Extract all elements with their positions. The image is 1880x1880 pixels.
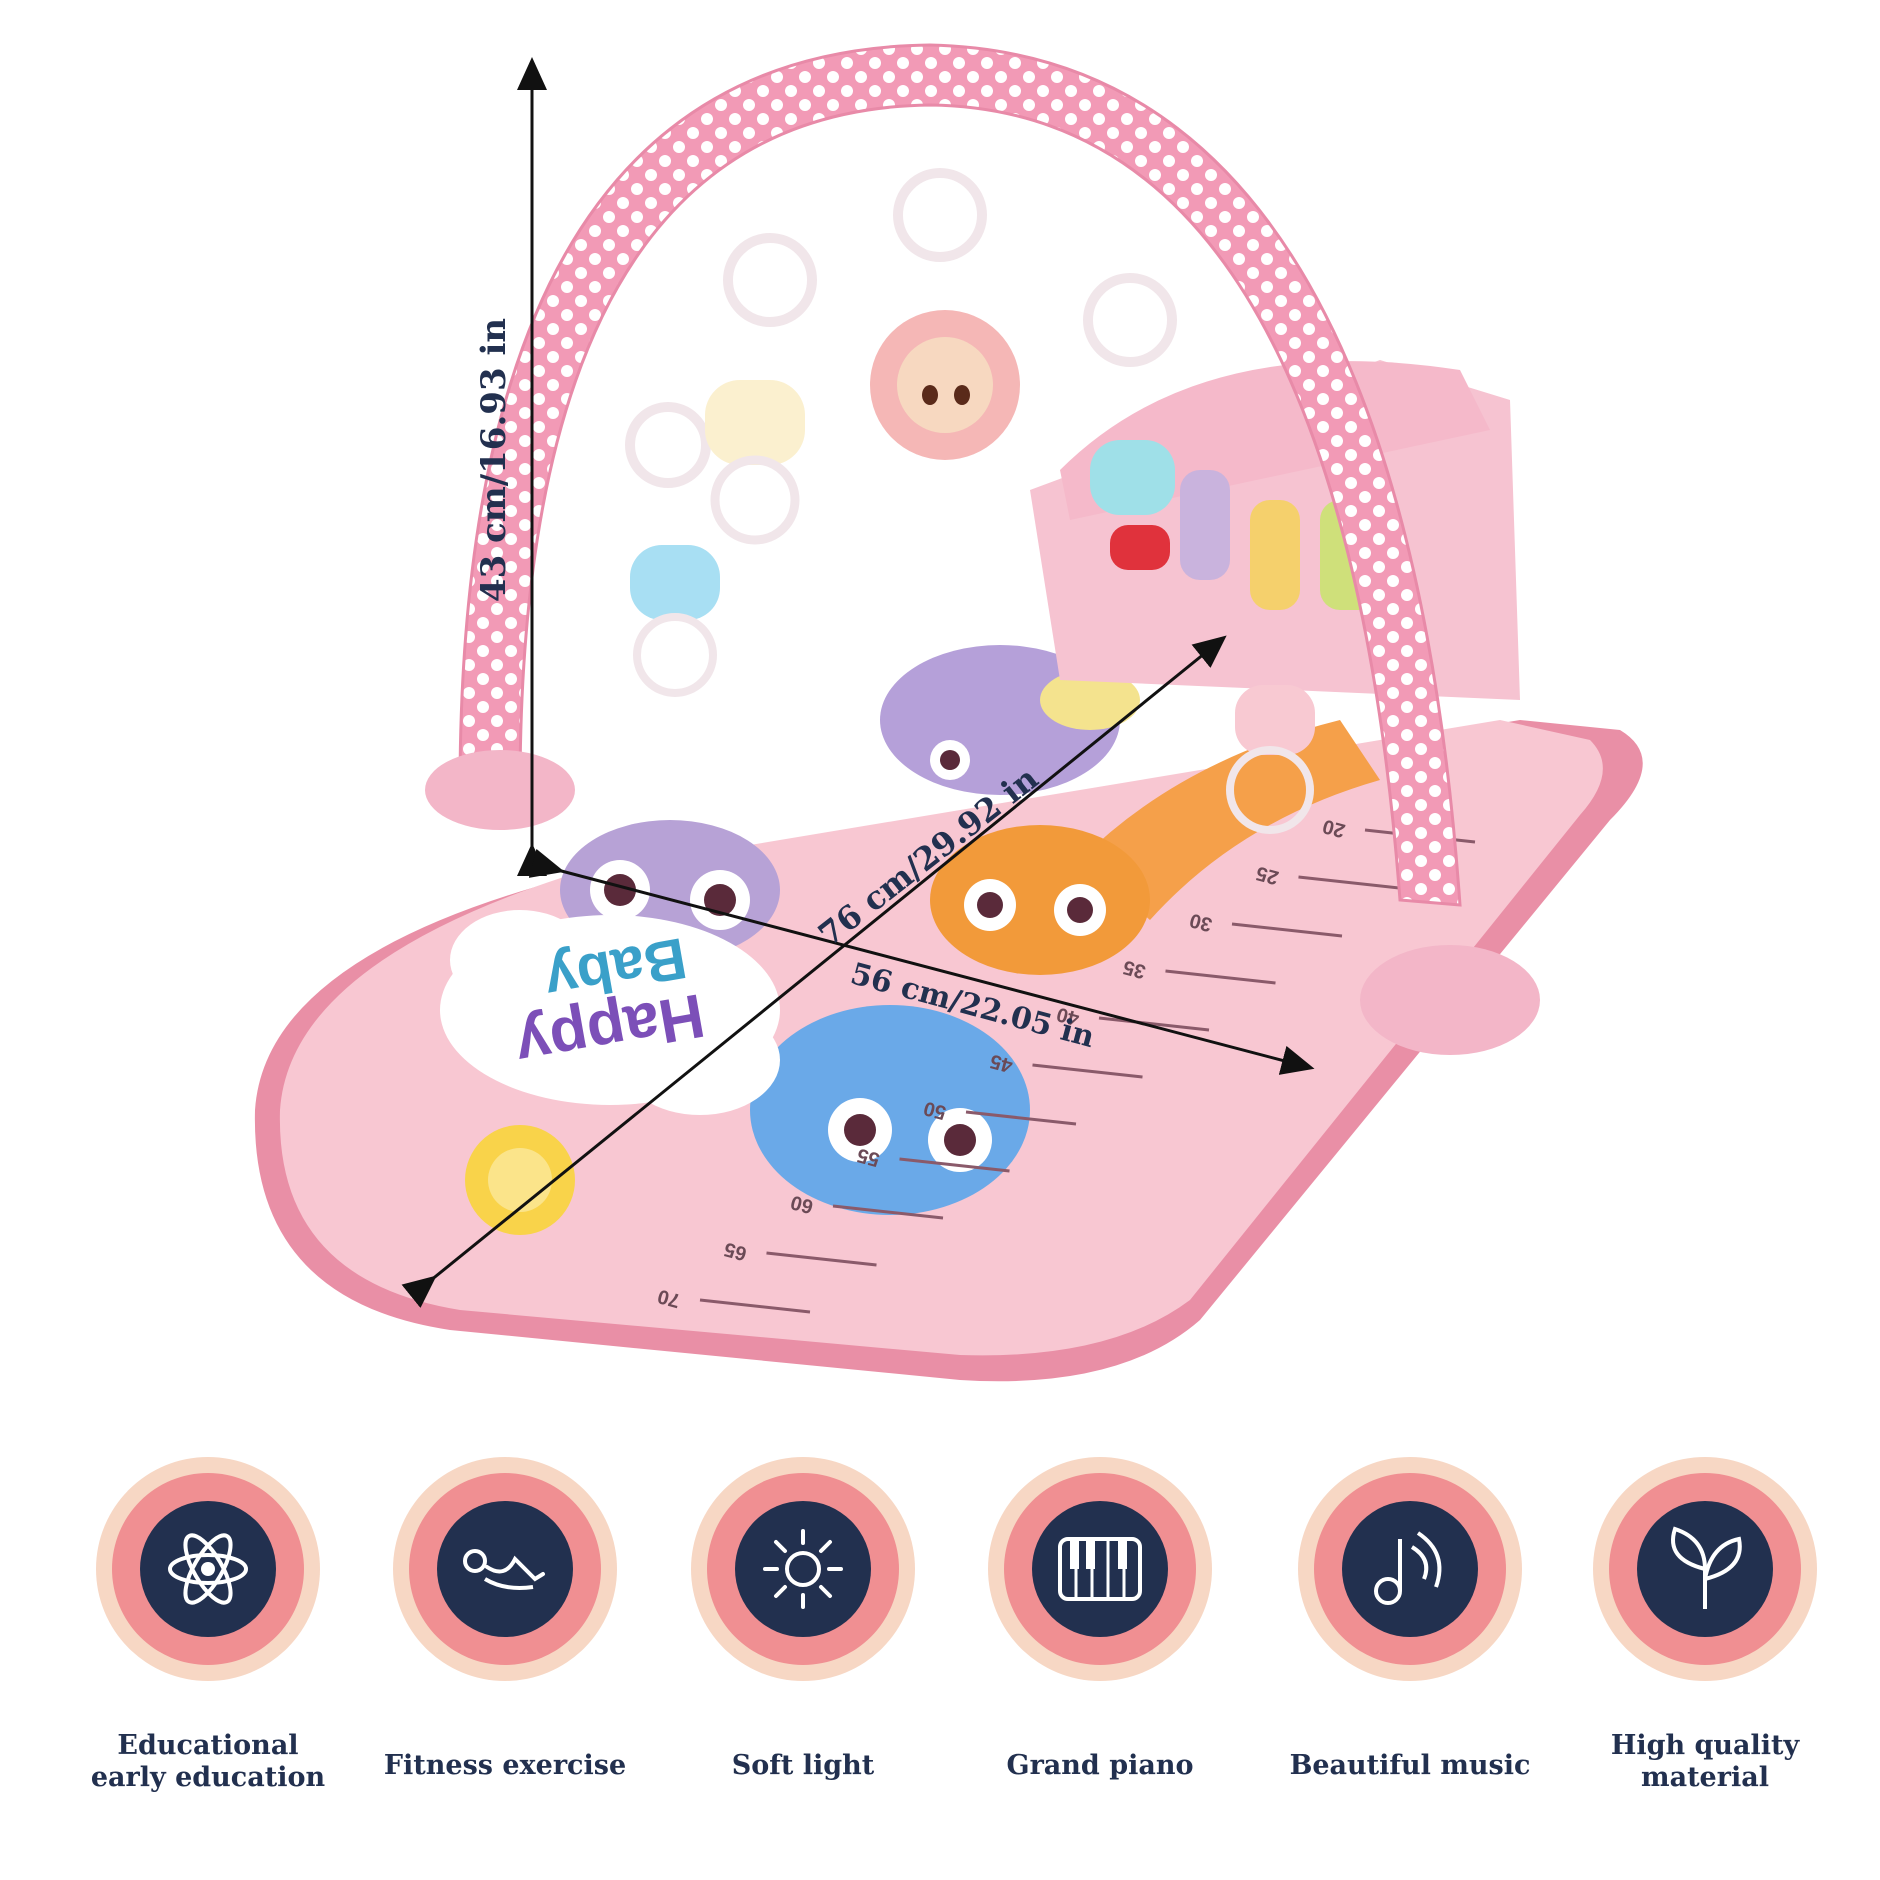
- ring-toy: [1083, 273, 1177, 367]
- ring-toy: [723, 233, 817, 327]
- doll-face-rattle: [870, 310, 1020, 460]
- cat-rattle: [705, 380, 805, 545]
- feature-label: Grand piano: [1006, 1750, 1194, 1781]
- feature-label: Soft light: [731, 1750, 875, 1781]
- feature-badge: [1298, 1457, 1522, 1681]
- teal-bear-rattle: [1090, 440, 1175, 570]
- piano-panel: [1030, 360, 1520, 700]
- feature-badge: [691, 1457, 915, 1681]
- blue-bear: [750, 1005, 1030, 1215]
- music-note-icon: [1374, 1531, 1442, 1605]
- arch-base-left: [425, 750, 575, 830]
- atom-icon: [168, 1533, 248, 1605]
- sun-icon: [763, 1529, 843, 1609]
- feature-label: High quality material: [1610, 1730, 1800, 1793]
- sit-up-icon: [463, 1549, 545, 1590]
- feature-label: Fitness exercise: [383, 1750, 627, 1781]
- ruler-tick: [1298, 875, 1409, 891]
- panda-rattle: [1226, 685, 1315, 834]
- height-dimension-label: 43 cm/16.93 in: [474, 318, 514, 602]
- feature-badge: [393, 1457, 617, 1681]
- sprout-icon: [1671, 1526, 1742, 1609]
- width-arrow: [528, 848, 1315, 1075]
- ring-toy: [625, 402, 711, 488]
- piano-key-yellow: [1250, 500, 1300, 610]
- feature-label: Beautiful music: [1289, 1750, 1531, 1781]
- feature-badge: [96, 1457, 320, 1681]
- sun-decoration: [465, 1125, 575, 1235]
- piano-key-purple: [1180, 470, 1230, 580]
- arch-base-right: [1360, 945, 1540, 1055]
- feature-badge: [1593, 1457, 1817, 1681]
- blue-bear-rattle: [630, 545, 720, 697]
- feature-badge: [988, 1457, 1212, 1681]
- ring-toy: [893, 168, 987, 262]
- piano-icon: [1058, 1537, 1142, 1601]
- feature-label: Educational early education: [90, 1730, 326, 1793]
